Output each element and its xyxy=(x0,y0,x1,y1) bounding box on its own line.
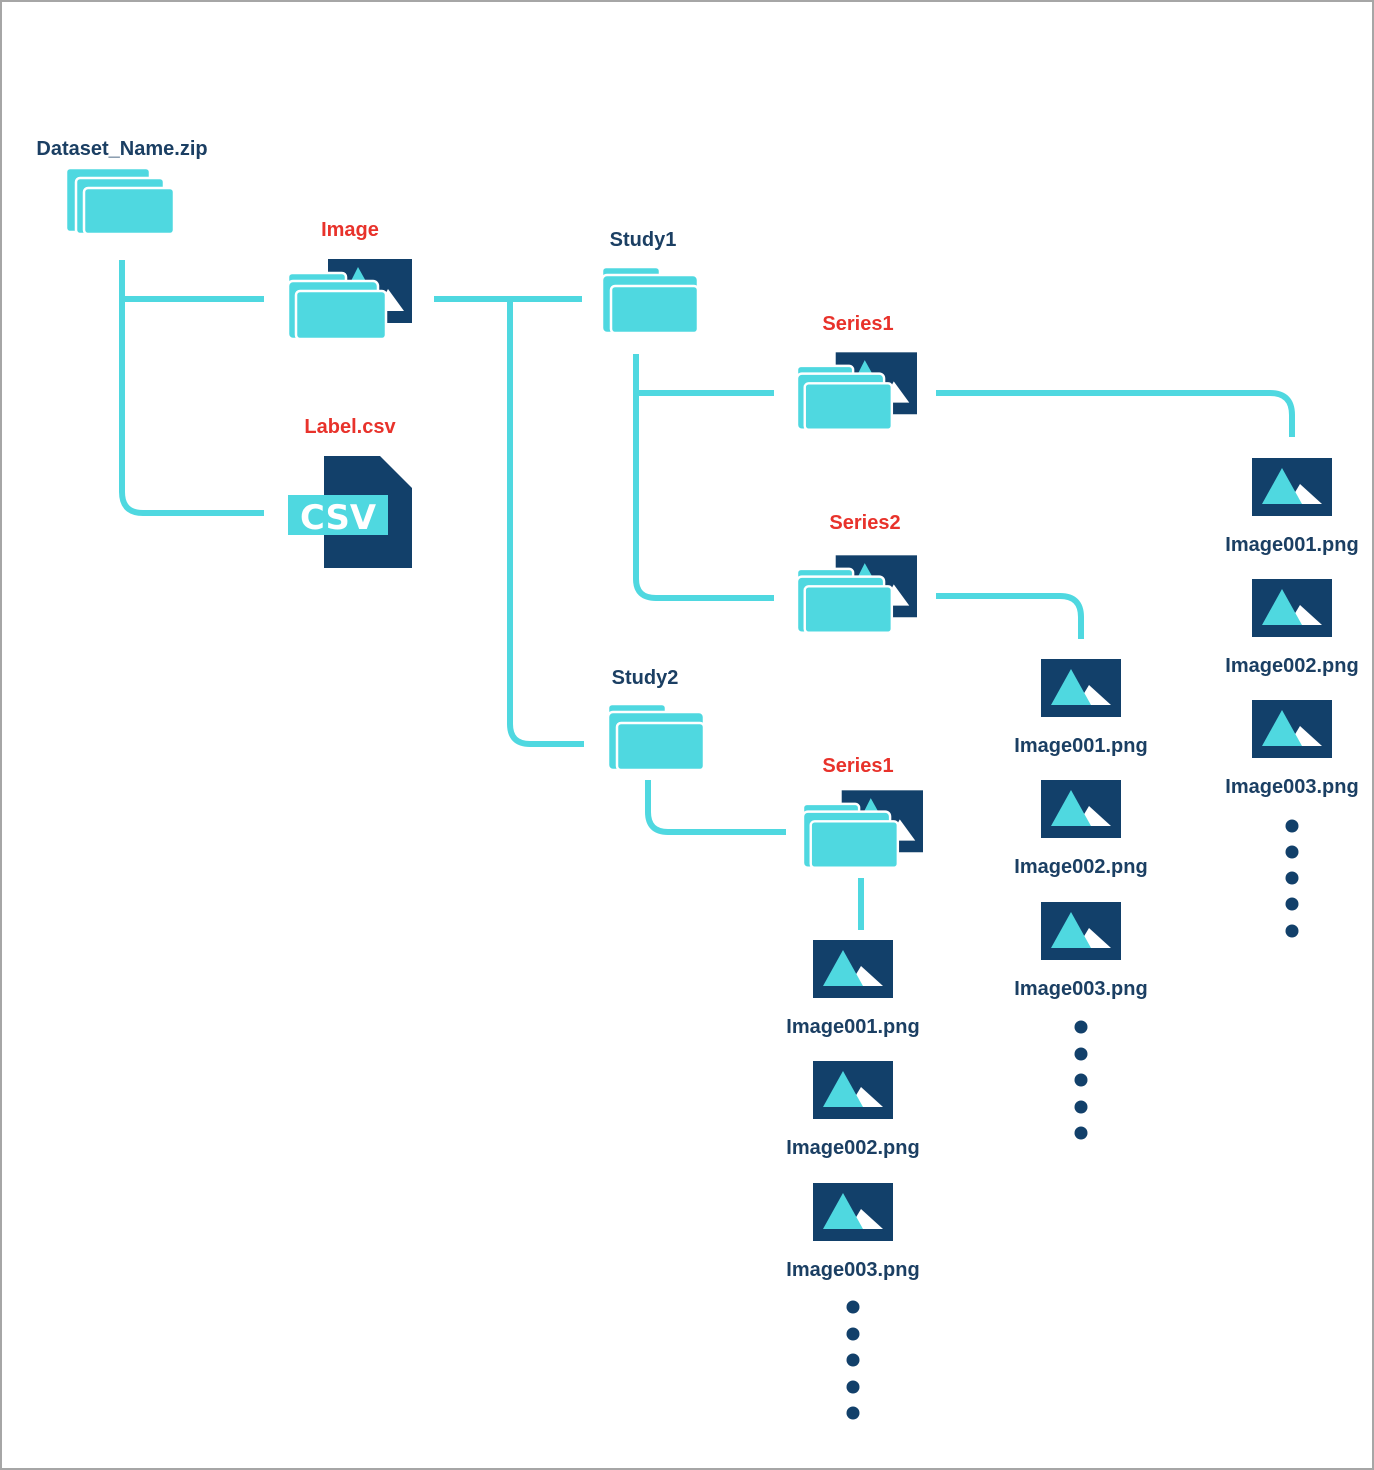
image-file-item[interactable]: Image003.png xyxy=(1225,700,1359,798)
image-file-icon xyxy=(1252,458,1332,516)
series1-label: Series1 xyxy=(822,755,893,777)
label-csv-label: Label.csv xyxy=(304,416,396,438)
zip-folder-icon xyxy=(64,166,176,236)
connector-study-trunk xyxy=(507,299,584,747)
study1-node[interactable]: Study1 xyxy=(600,229,700,335)
image-folder-icon xyxy=(801,789,925,869)
study1-series1-node[interactable]: Series1 xyxy=(795,313,919,431)
image-file-icon xyxy=(1041,780,1121,838)
image-folder-node[interactable]: Image xyxy=(286,219,414,341)
series1-label: Series1 xyxy=(822,313,893,335)
image-file-item[interactable]: Image002.png xyxy=(1014,780,1148,878)
ellipsis-dots xyxy=(846,1300,860,1420)
image-folder-icon xyxy=(795,351,919,431)
series1-image-list: Image001.png Image002.png Image003.png xyxy=(1225,458,1359,938)
image-file-icon xyxy=(1041,902,1121,960)
image-file-label: Image001.png xyxy=(1014,735,1147,757)
image-file-label: Image002.png xyxy=(1014,856,1147,878)
image-file-item[interactable]: Image001.png xyxy=(1225,458,1359,556)
image-file-label: Image003.png xyxy=(1225,776,1358,798)
connector-study1-series xyxy=(633,354,774,601)
ellipsis-dots xyxy=(1285,819,1299,938)
image-file-item[interactable]: Image003.png xyxy=(786,1183,920,1281)
connector-series1-images xyxy=(936,390,1295,437)
connector-study2-series1 xyxy=(645,780,786,835)
image-file-icon xyxy=(813,1061,893,1119)
image-file-label: Image001.png xyxy=(786,1016,919,1038)
dataset-zip-label: Dataset_Name.zip xyxy=(36,138,207,160)
image-file-icon xyxy=(1041,659,1121,717)
image-folder-icon xyxy=(286,257,414,341)
study1-label: Study1 xyxy=(610,229,677,251)
connector-root-children xyxy=(119,260,264,516)
image-file-icon xyxy=(813,1183,893,1241)
image-file-item[interactable]: Image002.png xyxy=(786,1061,920,1159)
csv-badge: CSV xyxy=(300,498,377,538)
image-file-item[interactable]: Image001.png xyxy=(1014,659,1148,757)
image-file-icon xyxy=(1252,700,1332,758)
image-file-item[interactable]: Image002.png xyxy=(1225,579,1359,677)
series2-image-list: Image001.png Image002.png Image003.png xyxy=(1014,659,1148,1140)
dataset-zip-node[interactable]: Dataset_Name.zip xyxy=(36,138,208,236)
image-file-item[interactable]: Image001.png xyxy=(786,940,920,1038)
study2-node[interactable]: Study2 xyxy=(606,667,706,772)
image-file-label: Image002.png xyxy=(1225,655,1358,677)
image-file-icon xyxy=(1252,579,1332,637)
series2-label: Series2 xyxy=(829,512,900,534)
connector-lines xyxy=(119,260,1295,930)
study2-series1-node[interactable]: Series1 xyxy=(801,755,925,869)
study2-series1-image-list: Image001.png Image002.png Image003.png xyxy=(786,940,920,1420)
image-file-label: Image003.png xyxy=(1014,978,1147,1000)
image-file-label: Image002.png xyxy=(786,1137,919,1159)
study2-label: Study2 xyxy=(612,667,679,689)
image-file-label: Image001.png xyxy=(1225,534,1358,556)
label-csv-node[interactable]: Label.csv CSV xyxy=(288,416,412,568)
folder-icon xyxy=(606,702,706,772)
image-file-icon xyxy=(813,940,893,998)
image-file-item[interactable]: Image003.png xyxy=(1014,902,1148,1000)
image-folder-label: Image xyxy=(321,219,379,241)
image-file-label: Image003.png xyxy=(786,1259,919,1281)
study1-series2-node[interactable]: Series2 xyxy=(795,512,919,634)
folder-icon xyxy=(600,265,700,335)
ellipsis-dots xyxy=(1074,1020,1088,1140)
connector-series2-images xyxy=(936,593,1084,639)
image-folder-icon xyxy=(795,554,919,634)
csv-file-icon: CSV xyxy=(288,456,412,568)
